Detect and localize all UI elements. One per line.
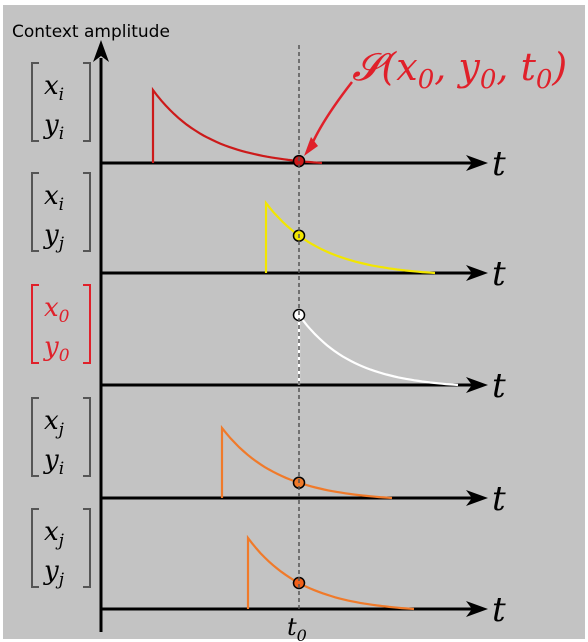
annotation-sub-x: 0 (418, 65, 435, 95)
matrix-right-bracket (83, 284, 91, 364)
matrix-row-bottom: yj (43, 556, 65, 590)
annotation-open: (x (381, 45, 417, 89)
annotation-sep-y: , y (434, 45, 480, 89)
surface-annotation: 𝓢(x0, y0, t0) (304, 45, 567, 156)
panel-1: t xi yi (31, 62, 506, 184)
matrix-left-bracket (31, 508, 39, 588)
annotation-arrow (310, 81, 353, 145)
time-axis-arrowhead (466, 155, 488, 171)
annotation-sep-t: , t (496, 45, 536, 89)
time-axis-arrowhead (466, 490, 488, 506)
annotation-arrowhead (304, 137, 318, 156)
decay-curve (264, 199, 436, 275)
annotation-text: 𝓢(x0, y0, t0) (352, 45, 567, 95)
panel-5: t xj yj (31, 508, 506, 630)
matrix-right-bracket (83, 508, 91, 588)
matrix-row-top: x0 (44, 293, 70, 327)
matrix-row-bottom: yj (43, 220, 65, 254)
matrix-left-bracket (31, 397, 39, 477)
matrix-row-top: xi (44, 71, 64, 105)
time-axis-label: t (492, 479, 506, 519)
amplitude-axis-label: Context amplitude (12, 22, 170, 42)
annotation-sub-y: 0 (480, 65, 497, 95)
time-axis-arrowhead (466, 377, 488, 393)
annotation-sub-t: 0 (536, 65, 553, 95)
panels: t xi yi t xi yj t x0 y0 t xj yi t xj yj (31, 62, 506, 630)
time-axis-label: t (492, 144, 506, 184)
matrix-right-bracket (83, 62, 91, 142)
t0-subscript: 0 (297, 626, 307, 642)
matrix-left-bracket (31, 284, 39, 364)
matrix-right-bracket (83, 397, 91, 477)
matrix-left-bracket (31, 62, 39, 142)
t0-symbol: t (287, 613, 297, 641)
time-axis-label: t (492, 254, 506, 294)
time-axis-label: t (492, 590, 506, 630)
time-axis-label: t (492, 366, 506, 406)
matrix-row-top: xi (44, 181, 64, 215)
matrix-row-top: xj (44, 517, 65, 551)
matrix-row-bottom: y0 (43, 332, 70, 366)
decay-curve (246, 534, 415, 611)
matrix-row-top: xj (44, 406, 65, 440)
time-axis-arrowhead (466, 601, 488, 617)
panel-4: t xj yi (31, 397, 506, 519)
decay-curve (297, 311, 459, 387)
matrix-row-bottom: yi (43, 445, 64, 479)
matrix-row-bottom: yi (43, 110, 64, 144)
t0-label: t0 (287, 613, 307, 642)
time-axis-arrowhead (466, 265, 488, 281)
panel-2: t xi yj (31, 172, 506, 294)
annotation-close: ) (551, 45, 567, 89)
panel-3: t x0 y0 (31, 284, 506, 406)
amplitude-axis-arrowhead (93, 40, 109, 62)
matrix-right-bracket (83, 172, 91, 252)
matrix-left-bracket (31, 172, 39, 252)
